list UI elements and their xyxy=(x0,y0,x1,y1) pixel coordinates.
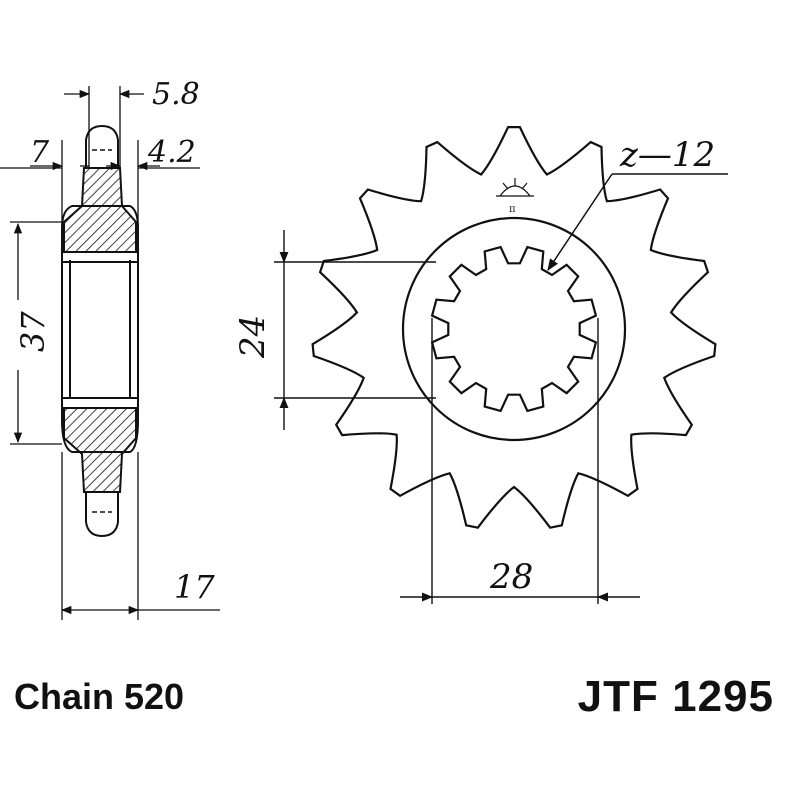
dim-teeth-count: z—12 xyxy=(619,135,715,175)
spline-bore xyxy=(430,245,598,413)
side-lower-section xyxy=(63,407,137,493)
side-lower-tooth xyxy=(85,492,119,538)
maker-logo-icon: π xyxy=(496,178,534,215)
dim-side-total-width: 17 xyxy=(174,568,215,606)
part-number: JTF 1295 xyxy=(577,672,774,721)
sprocket-outline xyxy=(311,126,717,529)
dim-side-tooth-width: 4.2 xyxy=(147,135,196,170)
dim-spline-height: 24 xyxy=(233,315,273,359)
svg-text:π: π xyxy=(509,204,516,215)
hub-circle xyxy=(401,216,627,442)
front-view: π xyxy=(274,126,728,604)
dim-side-hub-offset: 7 xyxy=(30,135,50,170)
dim-side-top-width: 5.8 xyxy=(152,77,200,112)
dim-side-height: 37 xyxy=(14,311,52,352)
side-upper-section xyxy=(63,167,137,253)
side-view xyxy=(0,86,220,620)
dim-spline-width: 28 xyxy=(489,557,533,597)
chain-label: Chain 520 xyxy=(14,676,185,717)
side-upper-tooth xyxy=(85,124,119,168)
side-hub-outline xyxy=(61,205,139,453)
